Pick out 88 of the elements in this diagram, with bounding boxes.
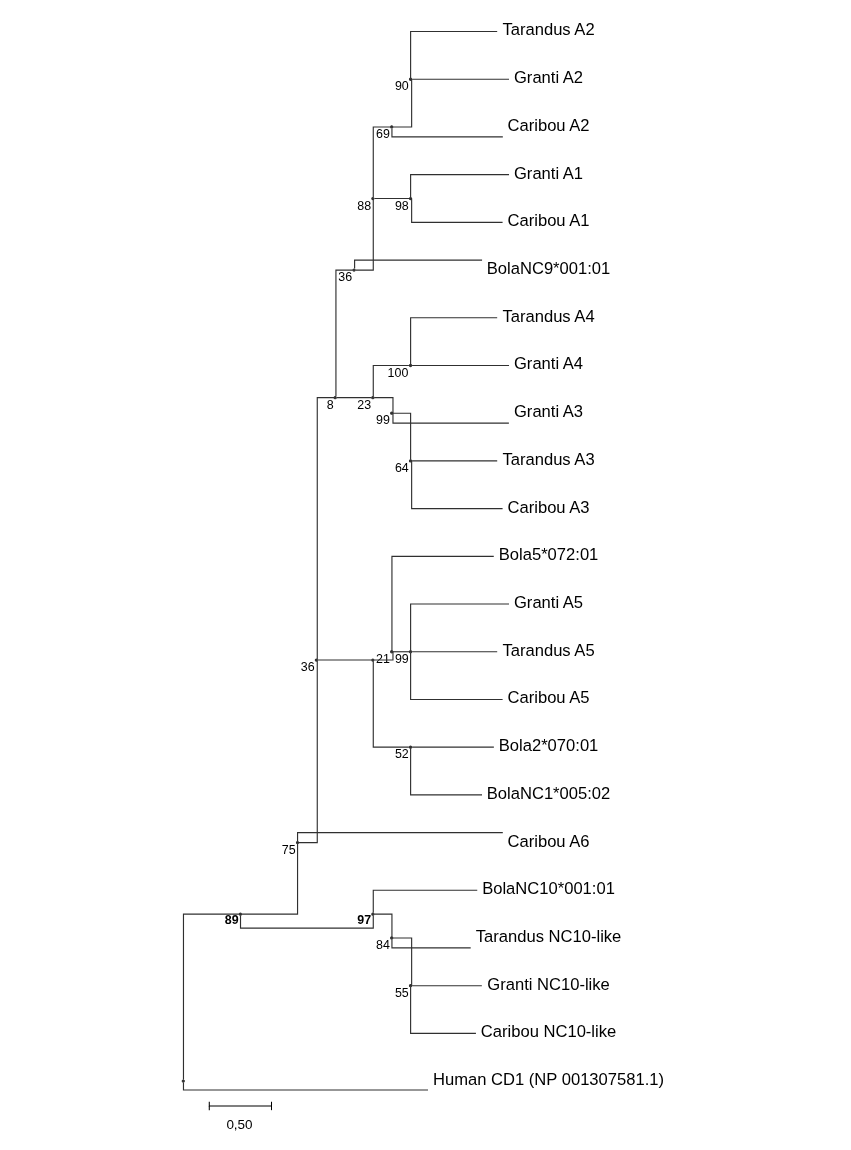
node-point (295, 840, 300, 845)
node-point (408, 196, 413, 201)
connector (411, 364, 510, 367)
node-label: 21 (376, 651, 390, 666)
node-point (390, 650, 394, 654)
node-label: 23 (357, 397, 372, 412)
node-text: BolaNC10*001:01 (482, 879, 615, 899)
node-label: 89 (224, 913, 239, 928)
connector (372, 889, 478, 914)
connector (297, 832, 504, 842)
node-label: 97 (357, 913, 372, 928)
node-text: Granti A1 (513, 163, 584, 183)
connector (411, 651, 498, 653)
connector (410, 317, 498, 365)
connector (411, 198, 504, 223)
label: 0,50 (226, 1117, 253, 1133)
node-point (390, 936, 394, 940)
node-point (390, 411, 394, 415)
node-point (390, 125, 394, 129)
node-point (371, 196, 375, 201)
node-text: Granti A4 (513, 354, 584, 374)
connector (411, 460, 504, 510)
node-point (408, 984, 413, 988)
node-text: Caribou A1 (507, 211, 590, 231)
connector (298, 660, 318, 844)
node-text: Bola5*072:01 (498, 545, 599, 565)
node-text: Tarandus A4 (502, 306, 595, 326)
node-point (371, 658, 375, 662)
node-label: 64 (394, 460, 409, 475)
node-point (371, 396, 375, 400)
node-text: Tarandus A2 (502, 20, 595, 40)
connector (411, 746, 495, 748)
node-text: Bola2*070:01 (498, 736, 599, 756)
connector (239, 914, 374, 929)
connector (336, 397, 373, 399)
connector (411, 460, 498, 462)
node-text: Tarandus A3 (502, 449, 595, 469)
node-label: 84 (376, 938, 390, 953)
node-label: 69 (376, 127, 390, 142)
node-label: 88 (357, 198, 372, 213)
connector (410, 603, 510, 652)
connector (372, 364, 410, 397)
node-text: Caribou NC10-like (480, 1022, 617, 1042)
node-text: Caribou A3 (507, 497, 590, 517)
node-text: BolaNC1*005:02 (486, 783, 611, 803)
node-label: 90 (394, 79, 409, 94)
node-label: 52 (394, 747, 409, 762)
connector (410, 174, 510, 198)
node-point (238, 912, 243, 916)
node-label: 75 (281, 842, 296, 857)
connector (410, 747, 483, 796)
node-point (408, 77, 413, 81)
node-label: 99 (394, 651, 409, 666)
node-text: Granti A5 (513, 592, 584, 612)
node-label: 98 (394, 198, 409, 213)
node-text: Tarandus A5 (502, 640, 595, 660)
node-label: 99 (376, 413, 390, 428)
node-text: Caribou A5 (507, 688, 590, 708)
connector (411, 985, 483, 987)
node-text: Granti A2 (513, 68, 584, 88)
node-point (408, 745, 413, 749)
node-text: Tarandus NC10-like (475, 926, 622, 946)
node-text: BolaNC9*001:01 (486, 259, 611, 279)
connector (372, 126, 392, 198)
node-label: 8 (326, 397, 334, 412)
node-point (352, 268, 356, 272)
node-point (408, 459, 413, 463)
node-point (314, 658, 318, 662)
node-text: Granti A3 (513, 402, 584, 422)
node-point (408, 650, 413, 654)
connector (410, 652, 504, 701)
node-point (408, 363, 413, 368)
connector (316, 397, 335, 660)
node-label: 100 (387, 365, 409, 380)
node-text: Granti NC10-like (487, 974, 610, 994)
connector (411, 78, 510, 80)
connector (391, 127, 504, 138)
node-point (181, 1079, 185, 1083)
node-label: 36 (338, 270, 353, 285)
node-text: Caribou A2 (507, 115, 590, 135)
connector (241, 843, 299, 915)
connector (373, 197, 410, 200)
node-point (371, 912, 375, 916)
node-text: Human CD1 (NP 001307581.1) (433, 1070, 665, 1090)
node-label: 55 (394, 985, 409, 1000)
node-label: 36 (300, 660, 315, 675)
node-point (333, 396, 337, 400)
node-text: Caribou A6 (507, 831, 590, 851)
